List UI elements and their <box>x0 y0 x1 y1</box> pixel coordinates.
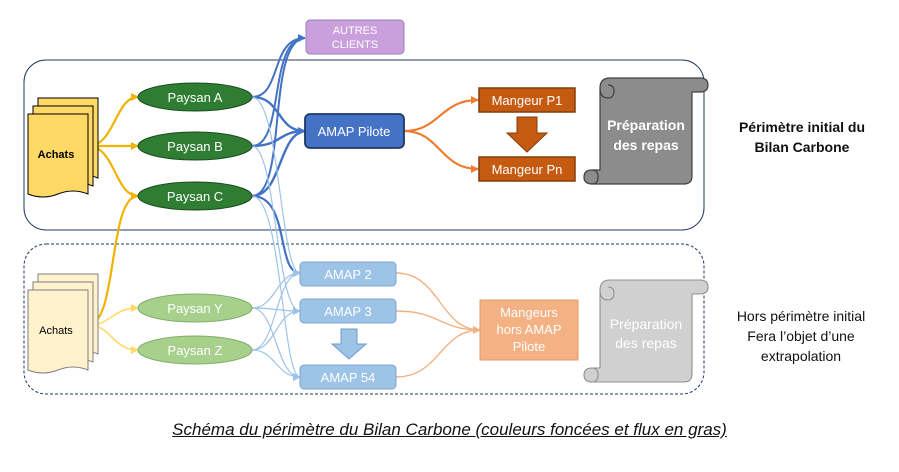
mangeur-p1-node: Mangeur P1 <box>478 87 576 113</box>
amap-3-node: AMAP 3 <box>299 298 397 324</box>
amap-continuation-arrow <box>330 328 368 360</box>
paysan-b-label: Paysan B <box>167 139 223 154</box>
mangeur-pn-node: Mangeur Pn <box>478 156 576 182</box>
flux-paysans-amap-light <box>251 96 301 381</box>
amap-3-label: AMAP 3 <box>324 304 371 319</box>
mangeur-p1-label: Mangeur P1 <box>492 93 563 108</box>
preparation-hors-line1: Préparation <box>610 316 682 332</box>
amap-54-label: AMAP 54 <box>321 370 376 385</box>
hors-perimetre-line3: extrapolation <box>760 348 842 364</box>
paysan-z-label: Paysan Z <box>168 343 223 358</box>
mangeurs-hors-line2: hors AMAP <box>496 322 561 337</box>
paysan-b-node: Paysan B <box>137 131 253 161</box>
paysan-c-label: Paysan C <box>167 189 223 204</box>
preparation-line2: des repas <box>613 137 679 153</box>
perimetre-initial-line2: Bilan Carbone <box>754 139 850 155</box>
preparation-hors-line2: des repas <box>615 335 676 351</box>
achats-hors-label: Achats <box>39 325 73 337</box>
autres-clients-line1: AUTRES <box>333 25 378 37</box>
perimetre-initial-frame <box>23 59 705 231</box>
flux-paysan-c-amap-2 <box>251 194 301 277</box>
mangeurs-hors-line1: Mangeurs <box>500 305 558 320</box>
preparation-repas-scroll-hors: Préparation des repas <box>583 279 709 383</box>
hors-perimetre-frame <box>23 243 705 395</box>
flux-amap-pilote-mangeurs <box>403 96 479 173</box>
diagram-caption: Schéma du périmètre du Bilan Carbone (co… <box>172 420 727 439</box>
amap-54-node: AMAP 54 <box>299 364 397 390</box>
paysan-c-node: Paysan C <box>137 181 253 211</box>
preparation-repas-scroll: Préparation des repas <box>583 77 709 185</box>
amap-2-label: AMAP 2 <box>324 267 371 282</box>
flux-paysans-amap-pilote <box>251 95 306 198</box>
achats-label: Achats <box>38 149 75 161</box>
amap-pilote-label: AMAP Pilote <box>318 124 391 139</box>
achats-document-stack-hors: Achats <box>27 273 99 374</box>
perimetre-initial-line1: Périmètre initial du <box>738 119 866 135</box>
mangeurs-hors-node: Mangeurs hors AMAP Pilote <box>479 299 579 361</box>
autres-clients-node: AUTRES CLIENTS <box>305 19 405 55</box>
hors-perimetre-label: Hors périmètre initial Fera l’objet d’un… <box>708 306 894 366</box>
paysan-y-node: Paysan Y <box>137 293 253 323</box>
paysan-a-label: Paysan A <box>168 90 223 105</box>
amap-2-node: AMAP 2 <box>299 261 397 287</box>
flux-paysans-autres-clients <box>251 34 306 197</box>
paysan-y-label: Paysan Y <box>167 301 223 316</box>
mangeur-pn-label: Mangeur Pn <box>492 162 563 177</box>
paysan-z-node: Paysan Z <box>137 335 253 365</box>
achats-document-stack: Achats <box>27 97 99 198</box>
paysan-a-node: Paysan A <box>137 82 253 112</box>
autres-clients-line2: CLIENTS <box>332 39 378 51</box>
mangeur-continuation-arrow <box>505 116 549 153</box>
perimetre-initial-label: Périmètre initial du Bilan Carbone <box>712 117 892 157</box>
preparation-line1: Préparation <box>607 117 685 133</box>
hors-perimetre-line2: Fera l’objet d’une <box>747 328 855 344</box>
flux-amaps-mangeurs-hors <box>395 272 481 378</box>
hors-perimetre-line1: Hors périmètre initial <box>736 308 866 324</box>
mangeurs-hors-line3: Pilote <box>513 339 546 354</box>
amap-pilote-node: AMAP Pilote <box>304 113 405 149</box>
